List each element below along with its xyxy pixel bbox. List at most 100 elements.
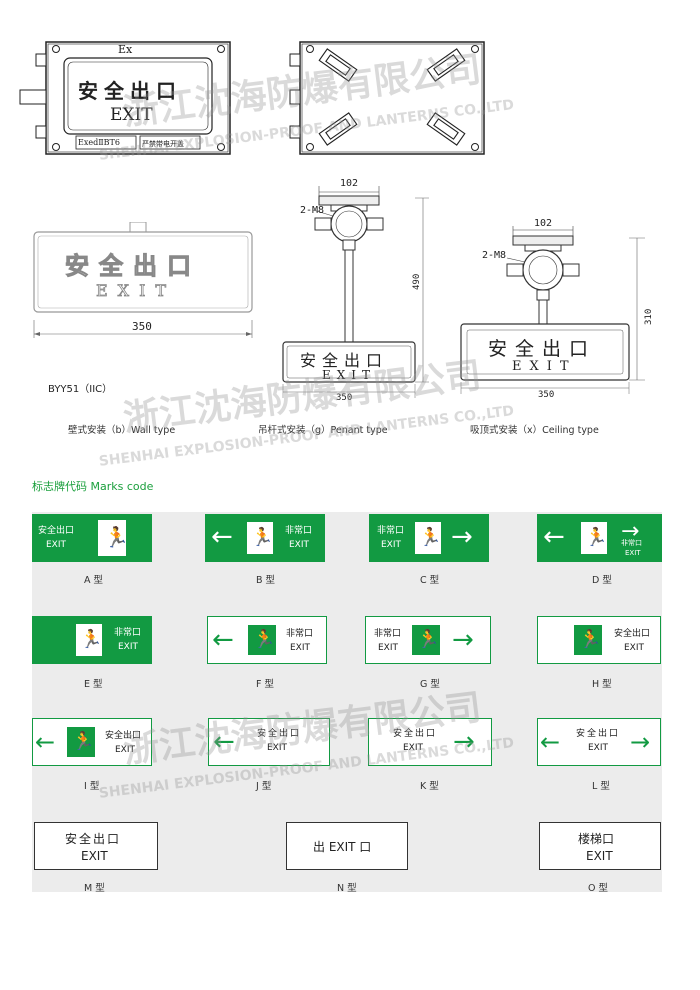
arrow-left-icon: ← (213, 727, 235, 757)
sign-g-line1: 非常口 (374, 629, 402, 639)
running-man-icon: 🏃 (76, 624, 102, 656)
sign-d-label: D 型 (592, 575, 612, 586)
sign-l-label: L 型 (592, 781, 610, 792)
running-man-icon: 🏃 (247, 522, 273, 554)
sign-o-line1: 楼梯口 (578, 832, 615, 846)
sign-i-label: I 型 (84, 781, 100, 792)
sign-g-label: G 型 (420, 679, 440, 690)
pendant-dim-height: 490 (412, 273, 422, 290)
ex-label: Ex (118, 43, 133, 56)
sign-k-line2: EXIT (403, 743, 424, 753)
sign-d-line2: EXIT (625, 549, 641, 557)
ceiling-sign-cn: 安全出口 (488, 338, 597, 360)
back-view-drawing (289, 41, 485, 155)
sign-i-line2: EXIT (115, 745, 136, 755)
pendant-bolt: 2-M8 (300, 205, 325, 216)
ceiling-dim-height: 310 (644, 308, 654, 325)
sign-n-label: N 型 (337, 883, 357, 894)
sign-j: ← 安全出口 EXIT (208, 718, 330, 766)
sign-c-label: C 型 (420, 575, 440, 586)
sign-g: 非常口 EXIT 🏃 → (365, 616, 491, 664)
sign-o-line2: EXIT (586, 849, 613, 863)
sign-l-line2: EXIT (588, 743, 609, 753)
arrow-left-icon: ← (543, 522, 565, 552)
sign-a-line1: 安全出口 (38, 526, 75, 536)
arrow-right-icon: → (451, 522, 473, 552)
sign-m-line1: 安全出口 (65, 832, 122, 846)
ceiling-sign-en: EXIT (512, 359, 577, 374)
sign-a: 安全出口 EXIT 🏃 (32, 514, 152, 562)
sign-n-line1: 出 EXIT 口 (313, 840, 372, 854)
pendant-type-drawing (282, 186, 429, 398)
arrow-left-icon: ← (540, 728, 561, 756)
sign-b-line1: 非常口 (285, 526, 313, 536)
sign-h-line2: EXIT (624, 643, 645, 653)
sign-e-line2: EXIT (118, 642, 139, 652)
sign-d-line1: 非常口 (621, 539, 642, 547)
running-man-icon: 🏃 (98, 520, 129, 556)
sign-a-label: A 型 (84, 575, 104, 586)
sign-b-line2: EXIT (289, 540, 310, 550)
sign-f-line2: EXIT (290, 643, 311, 653)
sign-h: 🏃 安全出口 EXIT (537, 616, 661, 664)
marks-panel: 安全出口 EXIT 🏃 A 型 ← 🏃 非常口 EXIT B 型 非常口 EXI… (32, 512, 662, 894)
caption-pendant: 吊杆式安装（g）Penant type (258, 425, 388, 436)
arrow-right-icon: → (453, 727, 475, 757)
ceiling-dim-top: 102 (534, 218, 553, 229)
front-sign-cn: 安全出口 (78, 79, 182, 103)
wall-dim-width: 350 (132, 320, 152, 333)
sign-c-line2: EXIT (381, 540, 402, 550)
ceiling-bolt: 2-M8 (482, 250, 507, 261)
sign-c: 非常口 EXIT 🏃 → (369, 514, 489, 562)
sign-d: ← 🏃 → 非常口 EXIT (537, 514, 662, 562)
sign-e-label: E 型 (84, 679, 103, 690)
sign-o-label: O 型 (588, 883, 608, 894)
running-man-icon: 🏃 (415, 522, 441, 554)
sign-n: 出 EXIT 口 (286, 822, 408, 870)
arrow-left-icon: ← (212, 625, 234, 655)
sign-b: ← 🏃 非常口 EXIT (205, 514, 325, 562)
sign-f-label: F 型 (256, 679, 274, 690)
sign-l: ← 安全出口 EXIT → (537, 718, 661, 766)
sign-e-line1: 非常口 (114, 628, 142, 638)
sign-a-line2: EXIT (46, 540, 67, 550)
sign-o: 楼梯口 EXIT (539, 822, 661, 870)
sign-m-line2: EXIT (81, 849, 108, 863)
watermark-en: SHENHAI EXPLOSION-PROOF AND LANTERNS CO.… (98, 403, 515, 470)
running-man-icon: 🏃 (67, 727, 95, 757)
pendant-dim-width: 350 (336, 393, 353, 403)
sign-g-line2: EXIT (378, 643, 399, 653)
caption-wall: 壁式安装（b）Wall type (68, 425, 176, 436)
plate-left: ExedⅡBT6 (78, 138, 120, 147)
sign-c-line1: 非常口 (377, 526, 405, 536)
section-title: 标志牌代码 Marks code (32, 480, 154, 493)
sign-k-line1: 安全出口 (393, 729, 438, 739)
sign-j-label: J 型 (256, 781, 272, 792)
front-sign-en: EXIT (110, 105, 153, 125)
sign-l-line1: 安全出口 (576, 729, 621, 739)
sign-j-line1: 安全出口 (257, 729, 302, 739)
wall-model: BYY51（IIC） (48, 384, 113, 395)
arrow-right-icon: → (452, 625, 474, 655)
sign-k: 安全出口 EXIT → (368, 718, 492, 766)
sign-i: ← 🏃 安全出口 EXIT (32, 718, 152, 766)
sign-m-label: M 型 (84, 883, 105, 894)
arrow-right-icon: → (630, 728, 651, 756)
sign-k-label: K 型 (420, 781, 439, 792)
front-view-drawing (19, 41, 231, 155)
sign-j-line2: EXIT (267, 743, 288, 753)
wall-sign-cn: 安全出口 (65, 252, 201, 281)
ceiling-dim-width: 350 (538, 390, 555, 400)
running-man-icon: 🏃 (581, 522, 607, 554)
sign-e: 🏃 非常口 EXIT (32, 616, 152, 664)
caption-ceiling: 吸顶式安装（x）Ceiling type (470, 425, 599, 436)
running-man-icon: 🏃 (574, 625, 602, 655)
arrow-right-icon: → (621, 519, 640, 544)
sign-f: ← 🏃 非常口 EXIT (207, 616, 327, 664)
pendant-sign-en: EXIT (322, 368, 377, 382)
pendant-sign-cn: 安全出口 (300, 351, 389, 370)
sign-f-line1: 非常口 (286, 629, 314, 639)
plate-right: 严禁带电开盖 (142, 140, 184, 148)
sign-h-line1: 安全出口 (614, 629, 651, 639)
running-man-icon: 🏃 (248, 625, 276, 655)
